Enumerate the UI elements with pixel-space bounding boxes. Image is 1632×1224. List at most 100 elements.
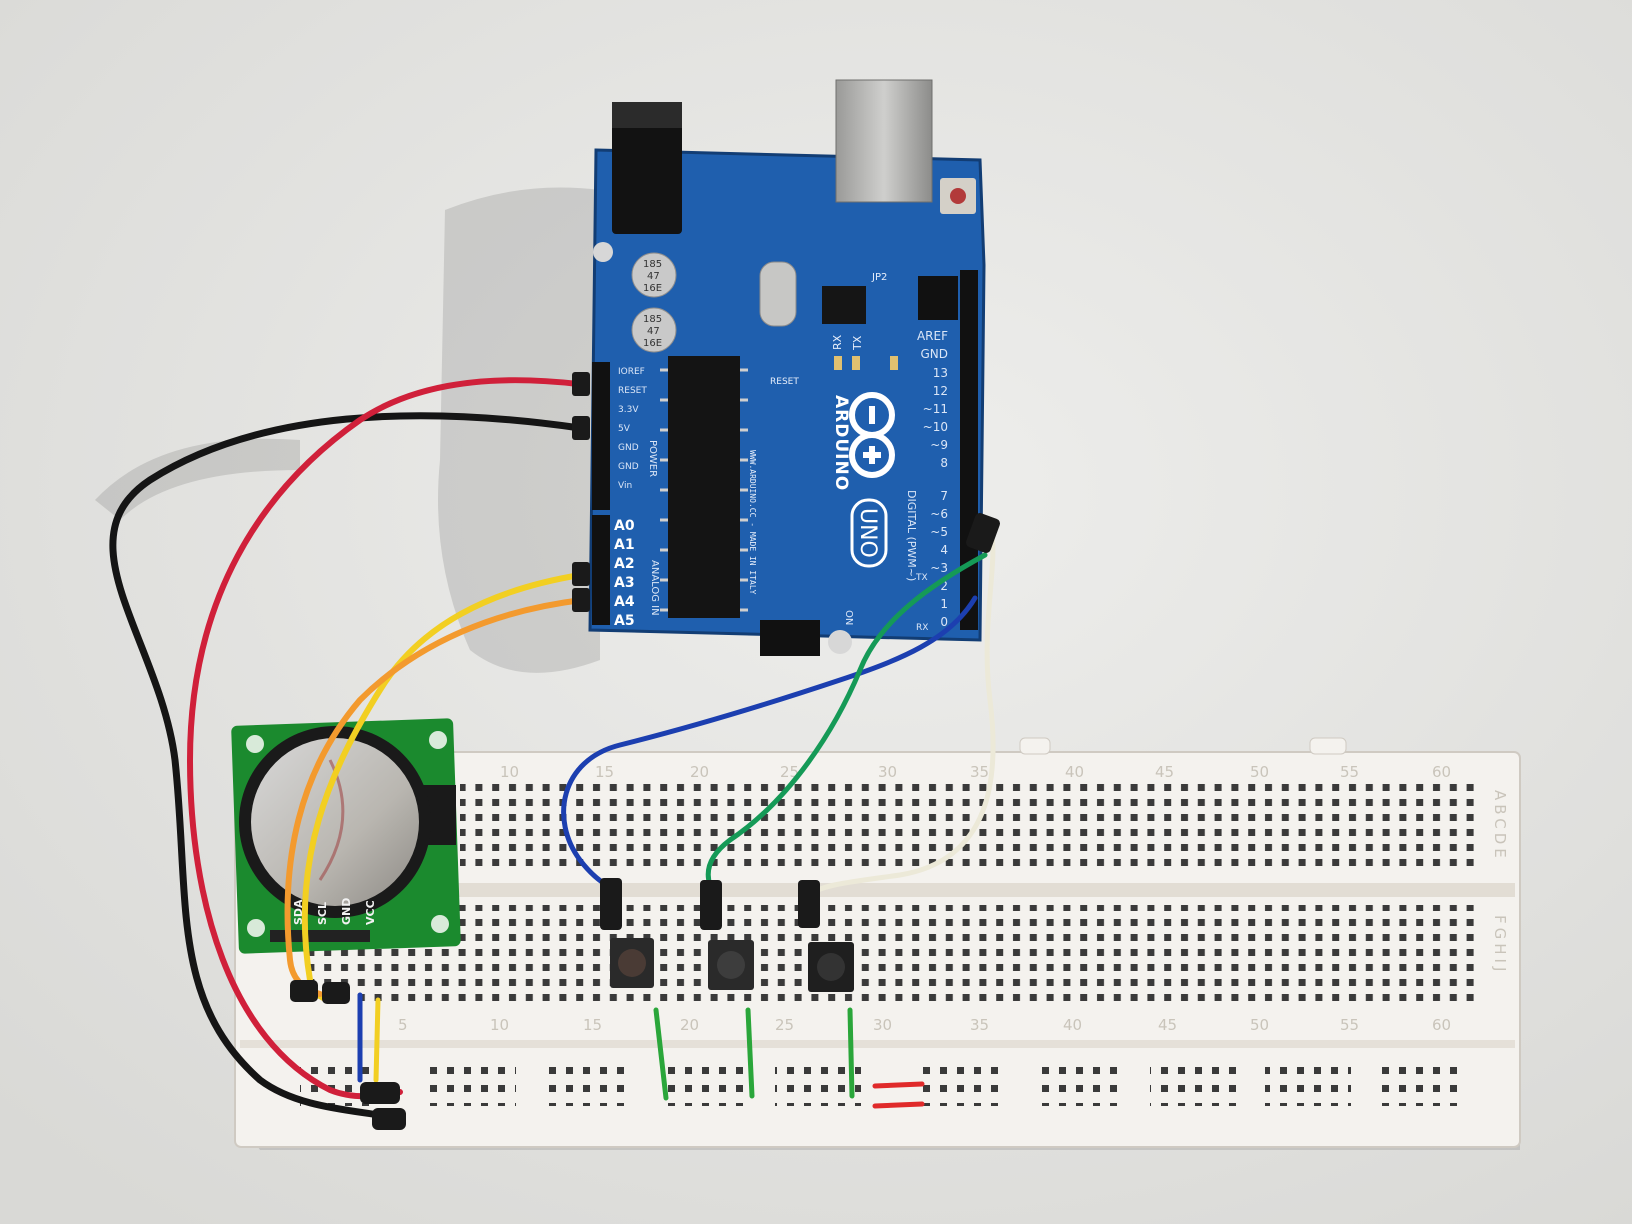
digital-pin-label: GND <box>920 347 948 361</box>
bb-row-letters-bottom: FGHIJ <box>1491 915 1509 975</box>
digital-pin-label: ~6 <box>930 507 948 521</box>
capacitor-label: 185 <box>643 259 662 270</box>
bb-bottom-num: 5 <box>398 1016 408 1034</box>
bb-bottom-num: 45 <box>1158 1016 1177 1034</box>
rtc-mount-hole <box>246 735 264 753</box>
short-yellow-wire <box>373 997 381 1083</box>
breadboard-holes-top <box>460 783 1475 873</box>
reset-button-cap <box>950 188 966 204</box>
digital-pin-label: ~5 <box>930 525 948 539</box>
bb-bottom-num: 30 <box>873 1016 892 1034</box>
power-pin-labels: IOREF RESET 3.3V 5V GND GND Vin <box>618 367 647 491</box>
rtc-mount-hole <box>247 919 265 937</box>
capacitor-2: 185 47 16E <box>631 307 677 353</box>
label-on: ON <box>843 610 854 625</box>
capacitor-label: 47 <box>647 271 660 282</box>
bb-top-num: 15 <box>595 763 614 781</box>
power-pin-label: RESET <box>618 386 647 396</box>
bb-top-num: 55 <box>1340 763 1359 781</box>
digital-pin-label: ~10 <box>923 420 948 434</box>
bb-bottom-num: 60 <box>1432 1016 1451 1034</box>
label-tx-arrow: TX <box>915 573 928 583</box>
bb-bottom-num: 10 <box>490 1016 509 1034</box>
rtc-pin-header <box>270 930 370 942</box>
digital-pin-label: 0 <box>940 615 948 629</box>
wire-plugs <box>290 372 1000 1130</box>
capacitor-1: 185 47 16E <box>631 252 677 298</box>
green-jumpers <box>653 1007 855 1101</box>
icsp-header-bottom <box>760 620 820 656</box>
uno-text: UNO <box>855 508 880 558</box>
digital-header <box>960 270 978 630</box>
power-pin-label: GND <box>618 443 639 453</box>
bb-bottom-num: 20 <box>680 1016 699 1034</box>
bb-top-num: 40 <box>1065 763 1084 781</box>
uno-badge <box>850 498 888 568</box>
bb-row-letters-top: ABCDE <box>1491 790 1509 862</box>
blue-wire <box>561 595 978 893</box>
digital-pin-label: 7 <box>940 489 948 503</box>
label-rx: RX <box>831 334 844 350</box>
arduino-wordmark: ARDUINO <box>831 395 851 491</box>
analog-title: ANALOG IN <box>649 560 660 616</box>
digital-pin-label: ~11 <box>923 402 948 416</box>
bb-top-num: 20 <box>690 763 709 781</box>
crystal <box>759 261 797 327</box>
bb-top-num: 30 <box>878 763 897 781</box>
bb-top-num: 45 <box>1155 763 1174 781</box>
analog-header <box>592 515 610 625</box>
arduino-logo: ARDUINO UNO WWW.ARDUINO.CC - MADE IN ITA… <box>748 392 895 595</box>
dc-power-jack <box>612 102 682 234</box>
usb-connector <box>835 79 933 203</box>
white-wire <box>807 522 996 898</box>
bb-top-num: 10 <box>500 763 519 781</box>
bb-top-num: 50 <box>1250 763 1269 781</box>
bb-top-num: 60 <box>1432 763 1451 781</box>
push-button-2 <box>708 940 754 990</box>
red-jumpers <box>872 1081 925 1109</box>
label-reset: RESET <box>770 377 799 387</box>
power-pin-label: IOREF <box>618 367 645 377</box>
digital-pin-label: 1 <box>940 597 948 611</box>
analog-pin-label: A1 <box>614 537 635 553</box>
breadboard-center-groove <box>240 883 1515 897</box>
bb-bottom-num: 55 <box>1340 1016 1359 1034</box>
digital-pin-label: 12 <box>933 384 948 398</box>
bb-bottom-num: 35 <box>970 1016 989 1034</box>
digital-pin-label: ~9 <box>930 438 948 452</box>
chip-pins <box>660 368 748 612</box>
breadboard-tab-right <box>1309 737 1347 755</box>
red-wire <box>186 377 581 1100</box>
digital-pin-label: ~3 <box>930 561 948 575</box>
orange-wire <box>284 597 585 997</box>
arduino-mount-hole <box>828 630 852 654</box>
breadboard-tab-left <box>1019 737 1051 755</box>
digital-pin-labels: AREF GND 13 12 ~11 ~10 ~9 8 7 ~6 ~5 4 ~3… <box>917 329 948 629</box>
breadboard-holes-bottom <box>300 905 1475 1005</box>
bb-bottom-num: 25 <box>775 1016 794 1034</box>
analog-pin-labels: A0 A1 A2 A3 A4 A5 <box>614 518 635 629</box>
rtc-pin-labels: SDA SCL GND VCC <box>292 898 377 925</box>
arduino-mount-hole <box>593 242 613 262</box>
capacitor-label: 16E <box>643 283 662 294</box>
power-pin-label: 5V <box>618 424 631 434</box>
rtc-pin-label: SCL <box>316 902 329 925</box>
breadboard-numbers-top: 10 15 20 25 30 35 40 45 50 55 60 <box>500 763 1451 781</box>
rtc-pin-label: VCC <box>364 900 377 925</box>
analog-pin-label: A4 <box>614 594 635 610</box>
power-pin-label: Vin <box>618 481 632 491</box>
digital-pin-label: 4 <box>940 543 948 557</box>
arduino-uno: 185 47 16E 185 47 16E JP2 RX TX <box>588 79 986 656</box>
bb-top-num: 35 <box>970 763 989 781</box>
wires <box>109 377 996 1122</box>
bb-bottom-num: 40 <box>1063 1016 1082 1034</box>
capacitor-label: 16E <box>643 338 662 349</box>
digital-title: DIGITAL (PWM~) <box>905 490 918 581</box>
breadboard-rail-divider <box>240 1040 1515 1048</box>
black-wire <box>109 412 584 1122</box>
power-pin-label: 3.3V <box>618 405 639 415</box>
bb-bottom-num: 50 <box>1250 1016 1269 1034</box>
capacitor-label: 185 <box>643 314 662 325</box>
breadboard-power-rail <box>300 1066 1466 1106</box>
